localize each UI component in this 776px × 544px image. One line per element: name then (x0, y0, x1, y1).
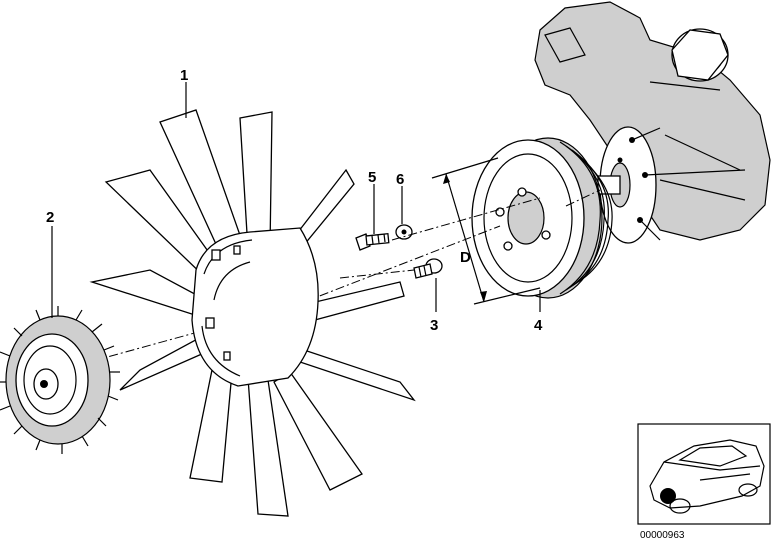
callout-2: 2 (46, 209, 54, 226)
pulley-part-4 (471, 137, 613, 299)
location-marker-icon (660, 488, 676, 504)
axis-line-hub (565, 189, 601, 207)
fan-clutch-part-2 (0, 306, 120, 454)
callout-5: 5 (368, 169, 376, 186)
inset-frame (637, 423, 771, 525)
axis-line-pulley (303, 225, 501, 303)
callout-6: 6 (396, 171, 404, 188)
fan-part-1 (89, 109, 416, 517)
vehicle-inset (637, 423, 771, 525)
bolt-part-5 (355, 232, 390, 251)
bolt-part-3 (413, 258, 443, 279)
engine-housing (534, 1, 771, 241)
axis-line-bolt-5 (391, 197, 541, 241)
axis-line-bolt-3 (339, 269, 415, 279)
inset-code: 00000963 (640, 530, 685, 541)
callout-3: 3 (430, 317, 438, 334)
car-icon (649, 439, 765, 514)
dimension-d (431, 157, 541, 305)
callout-d: D (460, 249, 471, 266)
callout-1: 1 (180, 67, 188, 84)
callout-4: 4 (534, 317, 543, 334)
washer-part-6 (395, 224, 413, 240)
